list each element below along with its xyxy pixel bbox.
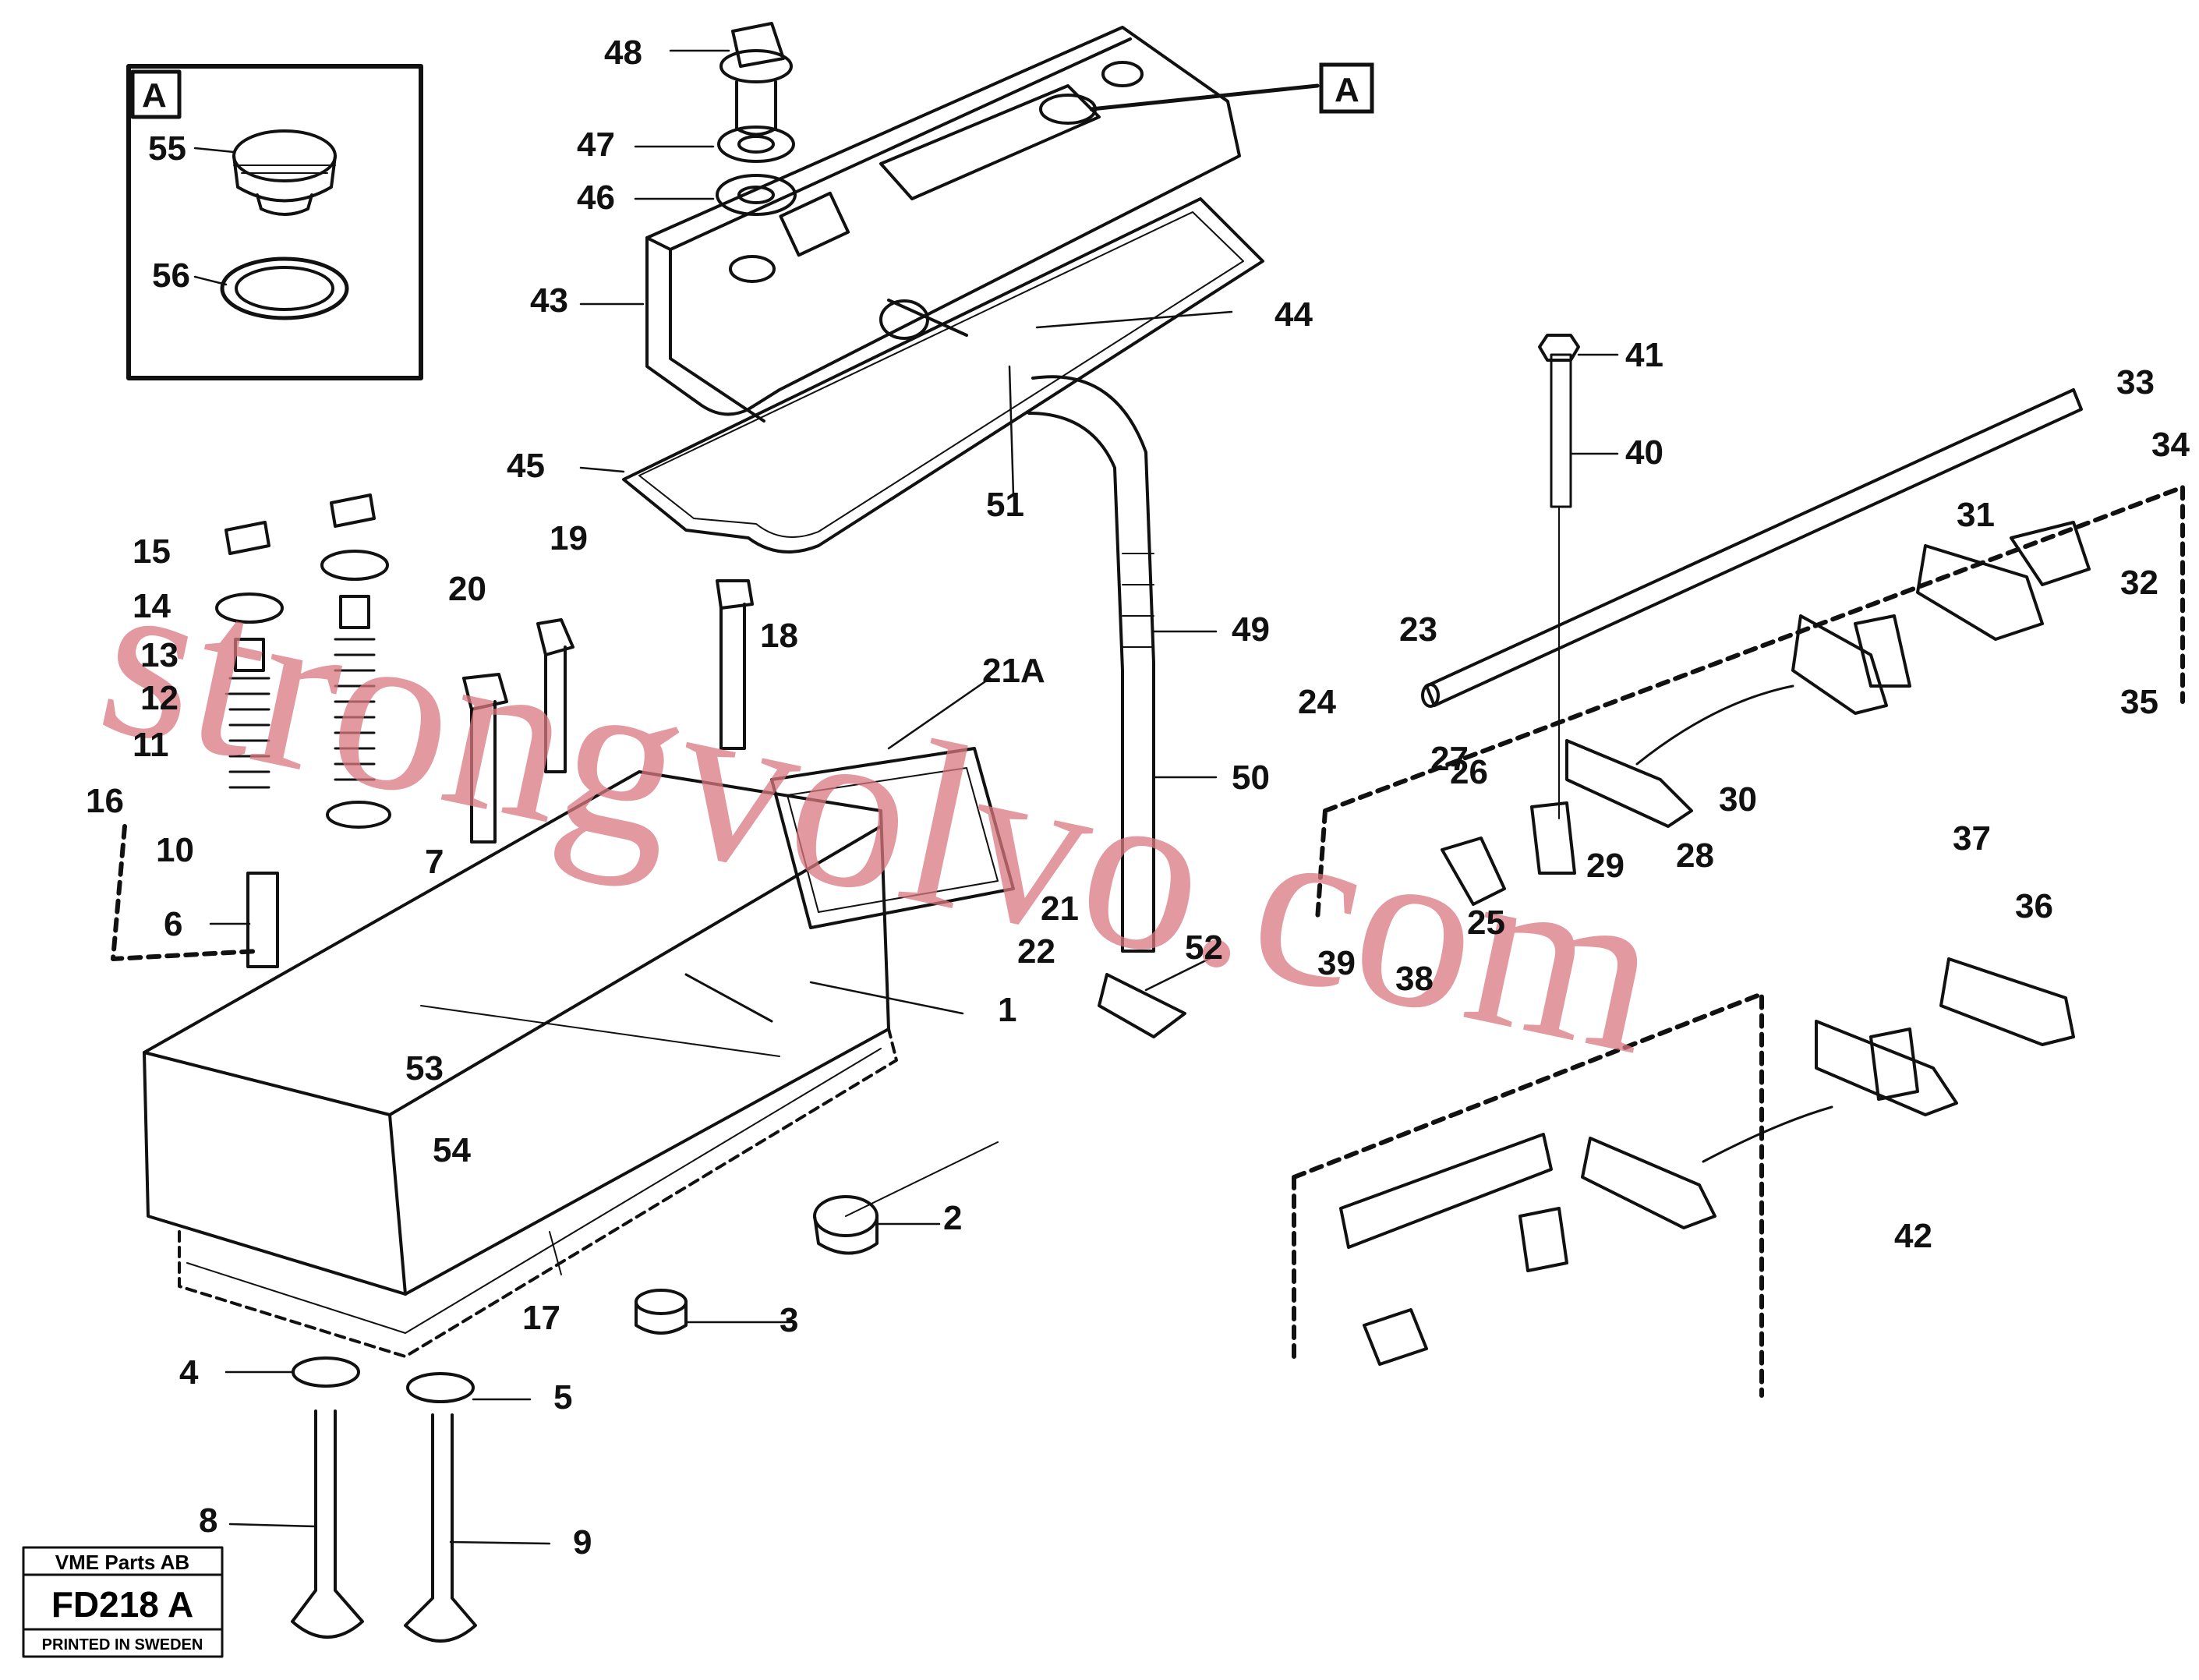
part-label-17: 17 [522, 1299, 560, 1337]
cylinder-head [143, 747, 1015, 1358]
rocker-assemblies-upper [1315, 485, 2185, 922]
part-label-51: 51 [986, 486, 1024, 524]
part-label-15: 15 [133, 532, 171, 571]
part-label-23: 23 [1399, 610, 1437, 649]
titleblock-code: FD218 A [51, 1584, 193, 1625]
part-label-32: 32 [2120, 564, 2158, 602]
part-label-29: 29 [1586, 847, 1625, 885]
part-label-12: 12 [140, 679, 179, 717]
part-label-39: 39 [1317, 944, 1356, 982]
part-label-36: 36 [2015, 887, 2053, 925]
part-label-55: 55 [148, 129, 186, 168]
cover-bolt-stack [716, 22, 797, 216]
part-label-34: 34 [2151, 426, 2190, 464]
part-label-5: 5 [553, 1378, 572, 1417]
part-label-43: 43 [530, 281, 568, 320]
part-label-46: 46 [577, 179, 615, 217]
part-label-21: 21 [1041, 890, 1079, 928]
part-label-22: 22 [1017, 932, 1055, 971]
part-label-3: 3 [780, 1301, 798, 1339]
part-label-16: 16 [86, 782, 124, 820]
titleblock-frame [22, 1546, 224, 1658]
valves [291, 1356, 477, 1643]
part-label-45: 45 [507, 447, 545, 485]
detail-a-callout: A [1335, 71, 1359, 109]
part-label-18: 18 [760, 617, 798, 655]
part-label-56: 56 [152, 256, 190, 295]
part-label-35: 35 [2120, 683, 2158, 721]
part-label-50: 50 [1232, 759, 1270, 797]
part-label-24: 24 [1298, 683, 1336, 721]
part-label-4: 4 [179, 1353, 199, 1392]
part-label-9: 9 [573, 1523, 592, 1562]
part-label-13: 13 [140, 636, 179, 674]
watermark-text: strongvolvo.com [82, 522, 1680, 1103]
part-label-31: 31 [1957, 496, 1995, 534]
part-label-28: 28 [1676, 836, 1714, 875]
part-label-47: 47 [577, 126, 615, 164]
breather-hose [1027, 375, 1186, 1038]
part-label-6: 6 [164, 905, 182, 943]
cover-gasket [622, 197, 1264, 554]
valve-spring-stack-left [215, 521, 284, 968]
part-label-2: 2 [943, 1199, 962, 1237]
part-label-38: 38 [1395, 960, 1434, 998]
part-label-7: 7 [425, 843, 444, 881]
titleblock-printed: PRINTED IN SWEDEN [42, 1636, 203, 1653]
valve-cover [645, 26, 1241, 423]
part-label-8: 8 [199, 1501, 217, 1540]
part-label-40: 40 [1625, 433, 1663, 472]
rocker-shaft [1421, 334, 2083, 819]
part-label-52: 52 [1185, 928, 1223, 967]
small-bushings [635, 1195, 879, 1335]
part-label-44: 44 [1275, 295, 1313, 334]
part-label-14: 14 [133, 587, 171, 625]
part-label-49: 49 [1232, 610, 1270, 649]
part-label-21a: 21A [982, 652, 1045, 690]
part-label-1: 1 [998, 991, 1016, 1029]
part-label-25: 25 [1467, 904, 1505, 942]
titleblock-company: VME Parts AB [55, 1551, 189, 1574]
valve-spring-stack-right [111, 493, 391, 961]
part-label-30: 30 [1719, 780, 1757, 819]
part-label-26: 26 [1450, 753, 1488, 791]
part-label-20: 20 [448, 570, 486, 608]
detail-a-marker: A [142, 76, 167, 115]
part-label-37: 37 [1953, 819, 1991, 858]
rocker-assemblies-lower [1292, 957, 2075, 1398]
part-label-27: 27 [1430, 740, 1469, 778]
part-label-41: 41 [1625, 336, 1663, 374]
part-label-53: 53 [405, 1049, 444, 1088]
part-label-10: 10 [156, 831, 194, 869]
head-bolts [462, 579, 754, 844]
part-label-19: 19 [550, 519, 588, 557]
leader-lines [193, 49, 1619, 1545]
part-label-54: 54 [433, 1131, 471, 1169]
detail-a-box [126, 64, 423, 380]
part-label-42: 42 [1894, 1217, 1932, 1255]
part-label-33: 33 [2116, 363, 2155, 401]
part-label-11: 11 [133, 726, 169, 764]
part-label-48: 48 [604, 34, 642, 72]
